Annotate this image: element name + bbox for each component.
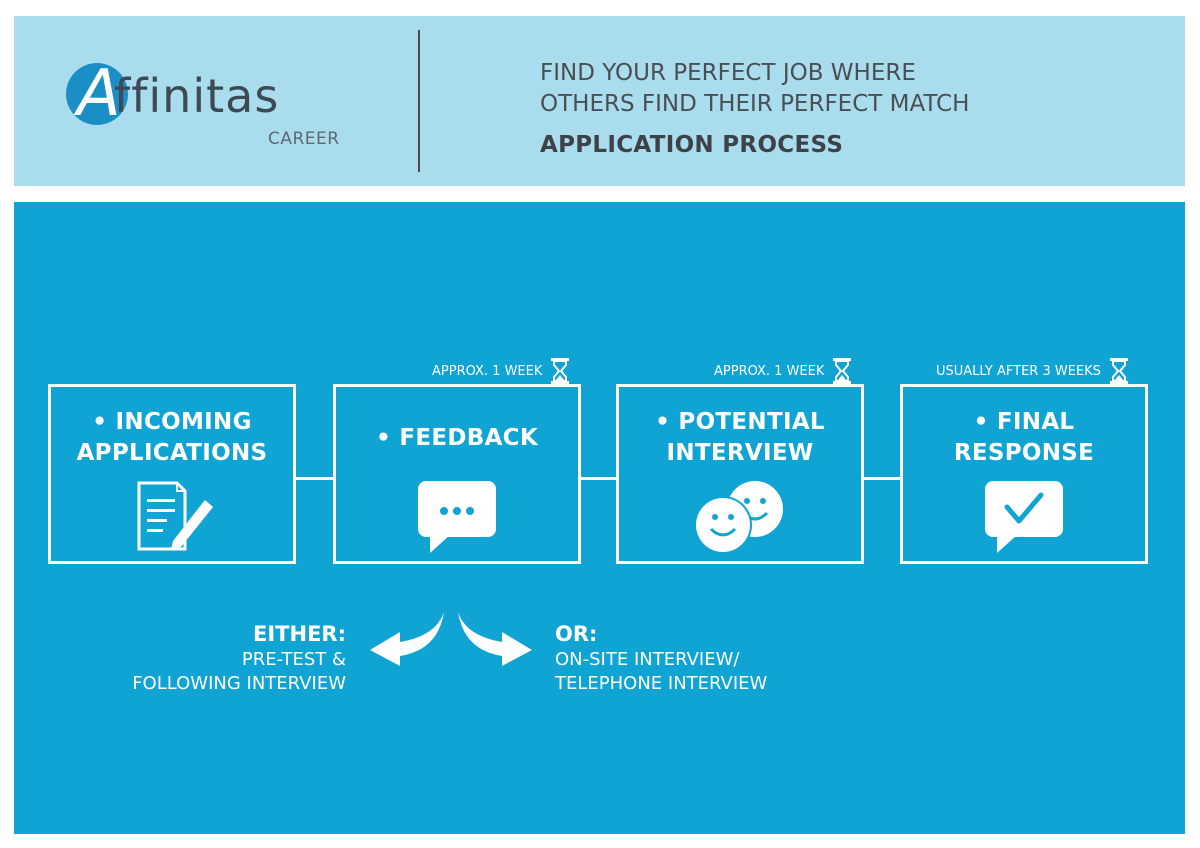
affinitas-logo: A ffinitas CAREER [66,59,339,153]
step-title: • INCOMING APPLICATIONS [51,407,293,469]
step-title-line-1: • FINAL [973,409,1075,435]
step-title-line-2: RESPONSE [953,440,1095,466]
hourglass-icon [551,358,570,384]
connector-2-3 [580,477,618,480]
step-title-line-2: INTERVIEW [666,440,814,466]
smiley-faces-icon [694,481,783,554]
duration-label: APPROX. 1 WEEK [714,363,825,379]
tagline-line-2: OTHERS FIND THEIR PERFECT MATCH [540,91,970,117]
chat-bubble-icon [418,481,496,553]
logo-initial: A [77,57,121,131]
step-feedback: • FEEDBACK [333,384,581,564]
hourglass-icon [833,358,852,384]
branch-either-line-2: FOLLOWING INTERVIEW [132,673,346,694]
duration-3: USUALLY AFTER 3 WEEKS [936,358,1129,384]
connector-3-4 [863,477,901,480]
connector-1-2 [296,477,334,480]
branch-or: OR: ON-SITE INTERVIEW/ TELEPHONE INTERVI… [555,620,767,696]
duration-1: APPROX. 1 WEEK [432,358,570,384]
checkmark-bubble-icon [985,481,1063,553]
header-divider [418,30,420,172]
document-pencil-icon [137,481,213,551]
branch-either: EITHER: PRE-TEST & FOLLOWING INTERVIEW [14,620,346,696]
tagline-line-1: FIND YOUR PERFECT JOB WHERE [540,60,916,86]
step-title-line-1: • FEEDBACK [376,425,538,451]
step-title-line-1: • POTENTIAL [655,409,825,435]
header-banner: A ffinitas CAREER FIND YOUR PERFECT JOB … [14,16,1185,186]
step-title-line-1: • INCOMING [92,409,252,435]
duration-label: USUALLY AFTER 3 WEEKS [936,363,1101,379]
branch-or-heading: OR: [555,622,598,646]
step-title: • FINAL RESPONSE [903,407,1145,469]
arrow-left-icon [370,612,444,666]
branch-or-line-2: TELEPHONE INTERVIEW [555,673,768,694]
tagline: FIND YOUR PERFECT JOB WHERE OTHERS FIND … [540,58,969,120]
page-title: APPLICATION PROCESS [540,132,844,158]
step-title: • POTENTIAL INTERVIEW [619,407,861,469]
step-title-line-2: APPLICATIONS [76,440,268,466]
duration-label: APPROX. 1 WEEK [432,363,543,379]
logo-wordmark: ffinitas [114,69,280,123]
process-panel: APPROX. 1 WEEK APPROX. 1 WEEK USUALLY AF… [14,202,1185,834]
logo-circle [66,63,128,125]
hourglass-icon [1109,358,1128,384]
duration-2: APPROX. 1 WEEK [714,358,852,384]
step-potential-interview: • POTENTIAL INTERVIEW [616,384,864,564]
step-incoming-applications: • INCOMING APPLICATIONS [48,384,296,564]
step-title: • FEEDBACK [336,423,578,454]
branch-either-line-1: PRE-TEST & [241,649,346,670]
arrow-right-icon [458,612,532,666]
step-final-response: • FINAL RESPONSE [900,384,1148,564]
branch-or-line-1: ON-SITE INTERVIEW/ [555,649,740,670]
branch-either-heading: EITHER: [253,622,346,646]
logo-subtitle: CAREER [268,129,340,149]
